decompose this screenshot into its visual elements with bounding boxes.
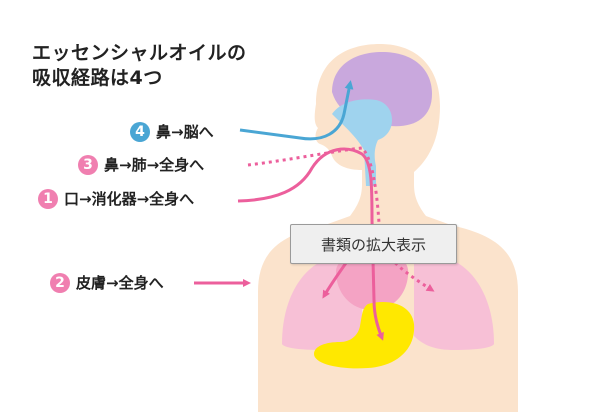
- route-3-arrow: [247, 146, 435, 292]
- route-2-badge: 2: [50, 272, 70, 293]
- route-3-badge: 3: [78, 154, 98, 175]
- route-3-text: 鼻→肺→全身へ: [104, 156, 205, 174]
- right-lung: [414, 256, 494, 350]
- stomach-shape: [314, 302, 415, 369]
- route-4-text: 鼻→脳へ: [156, 123, 214, 141]
- route-1-arrow: [237, 147, 384, 341]
- nasal-pathway: [332, 99, 392, 186]
- route-1-text: 口→消化器→全身へ: [64, 190, 195, 208]
- route-1-label: 1 口→消化器→全身へ: [38, 188, 194, 209]
- route-4-arrow: [239, 80, 354, 141]
- route-4-badge: 4: [130, 121, 150, 142]
- route-2-label: 2 皮膚→全身へ: [50, 272, 164, 293]
- route-2-text: 皮膚→全身へ: [76, 274, 164, 292]
- title-line-2: 吸収経路は4つ: [32, 67, 163, 89]
- title-line-1: エッセンシャルオイルの: [32, 42, 247, 64]
- route-3-label: 3 鼻→肺→全身へ: [78, 154, 204, 175]
- zoom-document-button[interactable]: 書類の拡大表示: [290, 224, 457, 264]
- route-1-badge: 1: [38, 188, 58, 209]
- route-4-label: 4 鼻→脳へ: [130, 121, 214, 142]
